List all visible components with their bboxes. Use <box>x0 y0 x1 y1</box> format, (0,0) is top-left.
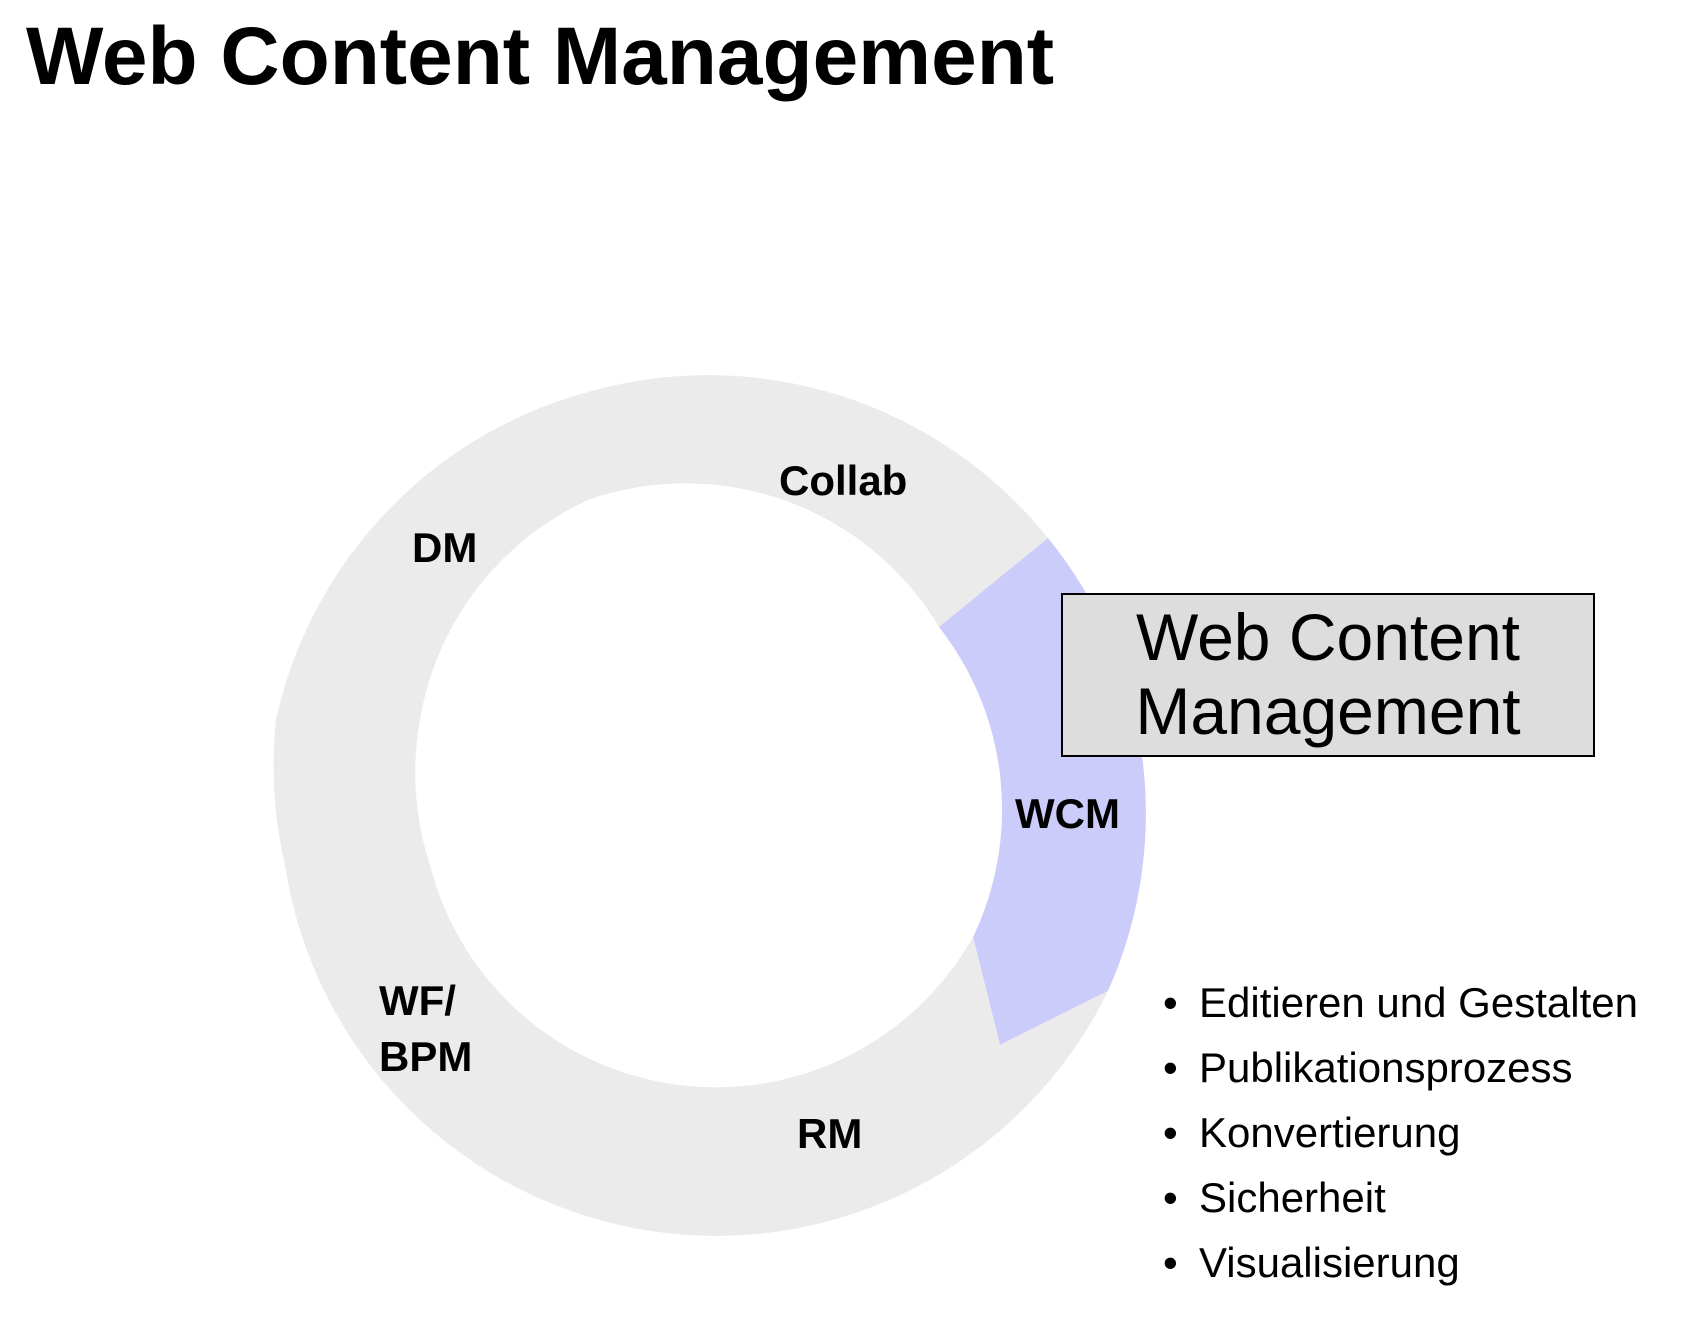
segment-label-rm: RM <box>797 1110 862 1157</box>
segment-label-bpm: BPM <box>379 1033 472 1080</box>
feature-label: Editieren und Gestalten <box>1199 979 1638 1026</box>
list-item: • Editieren und Gestalten <box>1163 970 1638 1035</box>
segment-label-collab: Collab <box>779 457 907 504</box>
bullet-icon: • <box>1163 979 1178 1026</box>
feature-label: Sicherheit <box>1199 1174 1386 1221</box>
bullet-icon: • <box>1163 1044 1178 1091</box>
bullet-icon: • <box>1163 1174 1178 1221</box>
feature-label: Publikationsprozess <box>1199 1044 1573 1091</box>
segment-label-wcm: WCM <box>1015 790 1120 837</box>
segment-label-wf: WF/ <box>379 977 456 1024</box>
bullet-icon: • <box>1163 1239 1178 1286</box>
page-title: Web Content Management <box>26 11 1055 102</box>
ring-segment-collab <box>588 375 1048 627</box>
bullet-icon: • <box>1163 1109 1178 1156</box>
list-item: • Konvertierung <box>1163 1100 1638 1165</box>
list-item: • Visualisierung <box>1163 1230 1638 1295</box>
ring-segment-wfbpm <box>273 720 430 865</box>
ring-segment-rm <box>285 865 1108 1236</box>
callout-line-1: Web Content <box>1135 600 1520 675</box>
callout-line-2: Management <box>1135 674 1521 748</box>
list-item: • Sicherheit <box>1163 1165 1638 1230</box>
feature-list: • Editieren und Gestalten • Publikations… <box>1163 970 1638 1295</box>
feature-label: Visualisierung <box>1199 1239 1460 1286</box>
feature-label: Konvertierung <box>1199 1109 1461 1156</box>
segment-label-dm: DM <box>412 524 477 571</box>
list-item: • Publikationsprozess <box>1163 1035 1638 1100</box>
wcm-callout-box: Web Content Management <box>1061 593 1595 757</box>
ring-segment-dm <box>276 392 588 720</box>
